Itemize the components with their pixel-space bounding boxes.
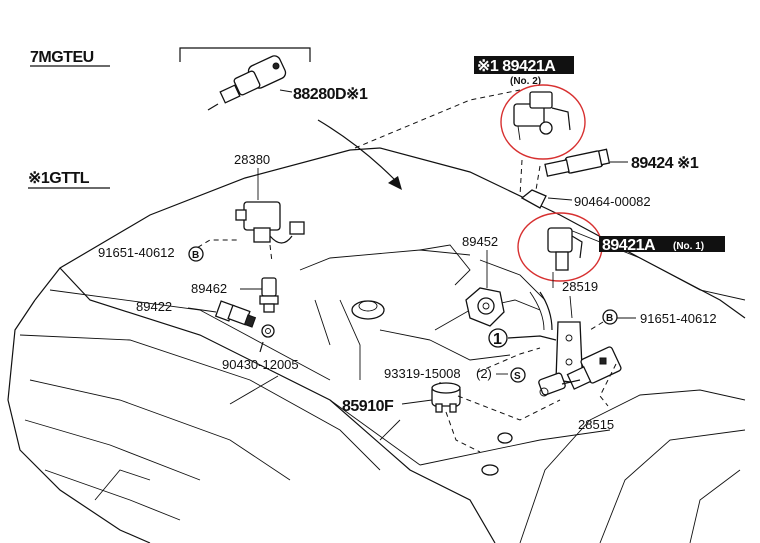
highlight-ring-no2 xyxy=(500,84,586,160)
part-88280d-icon xyxy=(207,55,287,111)
part-28380-icon xyxy=(235,201,305,244)
flow-arrow xyxy=(317,119,396,181)
part-89422-icon xyxy=(214,300,257,328)
label-89452: 89452 xyxy=(462,234,498,249)
car-body-outline xyxy=(7,89,746,543)
label-89421a-right-box xyxy=(599,236,725,252)
circle-1-badge xyxy=(488,328,508,348)
clip-90464 xyxy=(520,189,547,209)
label-28515: 28515 xyxy=(578,417,614,432)
b-badge-right xyxy=(602,309,618,325)
part-89462-icon xyxy=(259,277,279,313)
label-91651-left: 91651-40612 xyxy=(98,245,175,260)
radiator-cap xyxy=(351,300,385,320)
label-85910f: 85910F xyxy=(342,398,394,415)
part-89421a-no2-icon xyxy=(513,91,571,141)
part-85910f-icon xyxy=(431,382,461,413)
s-badge xyxy=(510,367,526,383)
section-1gttl: ※1GTTL xyxy=(28,170,90,187)
washer-90430 xyxy=(261,324,275,338)
label-93319: 93319-15008 xyxy=(384,366,461,381)
label-91651-right: 91651-40612 xyxy=(640,311,717,326)
b-label-right: B xyxy=(606,313,613,324)
label-no1: (No. 1) xyxy=(673,241,704,252)
label-90464: 90464-00082 xyxy=(574,194,651,209)
label-89421a-right: 89421A xyxy=(602,237,656,254)
section-7mgteu: 7MGTEU xyxy=(30,49,94,66)
part-89424-icon xyxy=(544,148,611,177)
label-no2: (No. 2) xyxy=(510,76,541,87)
label-89421a-top-box xyxy=(474,56,574,74)
part-89452-icon xyxy=(465,287,505,327)
part-89421a-no1-icon xyxy=(547,227,583,288)
s-label: S xyxy=(514,371,521,382)
label-89424: 89424 ※1 xyxy=(631,155,699,172)
arrow-head xyxy=(388,176,402,190)
circle-1-label: 1 xyxy=(493,331,502,348)
label-89462: 89462 xyxy=(191,281,227,296)
label-28519: 28519 xyxy=(562,279,598,294)
label-89422: 89422 xyxy=(136,299,172,314)
label-90430: 90430-12005 xyxy=(222,357,299,372)
label-89421a-top: ※1 89421A xyxy=(477,58,556,75)
label-qty2: (2) xyxy=(476,366,492,381)
label-88280d: 88280D※1 xyxy=(293,86,368,103)
bracket-88280d xyxy=(179,47,311,62)
b-badge-left xyxy=(188,246,204,262)
b-label-left: B xyxy=(192,250,199,261)
label-28380: 28380 xyxy=(234,152,270,167)
